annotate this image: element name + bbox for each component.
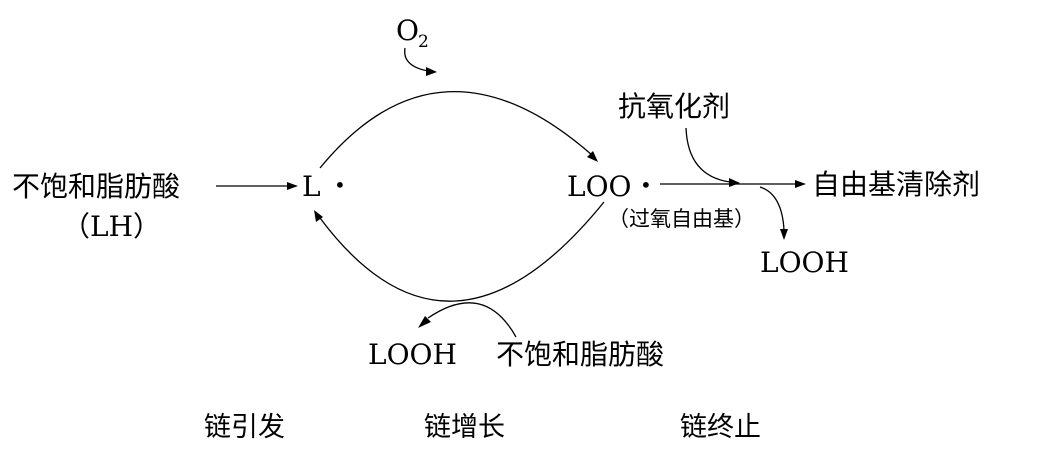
radical-scavenger-label: 自由基清除剂 [812,168,980,201]
looh-release-arrow [759,186,785,231]
loo-radical-dot: • [640,173,652,197]
oxygen-arrow [404,47,429,72]
oxygen-label: O [396,14,419,47]
stage-termination-label: 链终止 [680,412,761,443]
looh-release-arrowhead [780,229,788,240]
antioxidant-label: 抗氧化剂 [618,90,730,123]
l-radical-label: L [302,170,321,203]
bottom-exchange-arrow [427,302,517,338]
upper-cycle-arrowhead [587,151,598,162]
termination-arrowhead [795,180,806,188]
l-radical-dot: • [334,173,346,197]
stage-propagation-label: 链增长 [424,412,505,443]
upper-cycle-arc [319,90,593,169]
oxygen-arrowhead [426,67,437,76]
looh-bottom-label: LOOH [368,338,457,371]
unsaturated-fatty-acid-label: 不饱和脂肪酸 [12,170,180,203]
peroxy-radical-note: （过氧自由基） [608,207,755,231]
lower-cycle-arrowhead [314,210,323,222]
unsaturated-fatty-acid-bottom-label: 不饱和脂肪酸 [496,338,664,371]
oxygen-subscript: 2 [418,32,429,52]
antioxidant-arrow [685,127,731,183]
stage-initiation-label: 链引发 [204,412,285,443]
bottom-exchange-arrowhead [418,316,431,328]
initiation-arrowhead [287,182,298,190]
antioxidant-arrowhead [729,178,740,187]
lh-label: （LH） [62,210,161,243]
looh-right-label: LOOH [760,246,849,279]
loo-radical-label: LOO [567,170,632,203]
lower-cycle-arc [319,201,605,302]
